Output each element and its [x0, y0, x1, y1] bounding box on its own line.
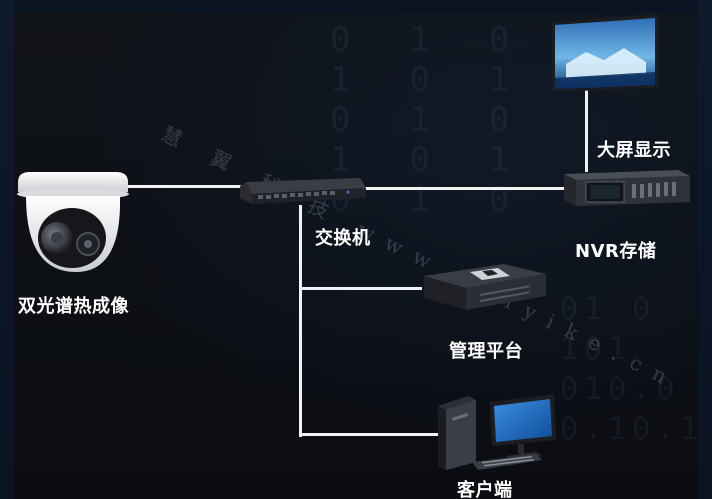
switch-label: 交换机 [315, 228, 371, 249]
line-camera-switch [128, 185, 246, 188]
left-band [0, 0, 14, 499]
background-digits-left: 0 1 0 1 0 1 0 1 0 1 0 1 0 1 0 [330, 20, 516, 220]
nvr-device [560, 166, 694, 210]
line-nvr-screen [585, 90, 588, 172]
server-icon [424, 264, 546, 310]
desktop-computer-icon [438, 394, 556, 470]
nvr-recorder-icon [564, 170, 690, 206]
background-digits-right: 01 0 101 010.0 0.10.1 [560, 292, 705, 447]
network-switch-icon [240, 178, 366, 204]
screen-label: 大屏显示 [597, 140, 671, 161]
camera-device [14, 168, 132, 278]
display-screen-icon [552, 14, 658, 92]
line-trunk-platform [300, 287, 422, 290]
switch-device [238, 176, 368, 208]
client-device [432, 392, 564, 474]
top-band [0, 0, 712, 12]
platform-device [420, 258, 550, 314]
line-switch-nvr [362, 187, 567, 190]
client-label: 客户端 [457, 480, 513, 499]
nvr-label: NVR存储 [575, 241, 657, 262]
thermal-dome-camera-icon [17, 172, 129, 272]
line-switch-trunk [299, 205, 302, 437]
platform-label: 管理平台 [449, 341, 523, 362]
screen-device [546, 12, 664, 94]
camera-label: 双光谱热成像 [18, 296, 129, 317]
line-trunk-client [300, 433, 438, 436]
right-band [698, 0, 712, 499]
